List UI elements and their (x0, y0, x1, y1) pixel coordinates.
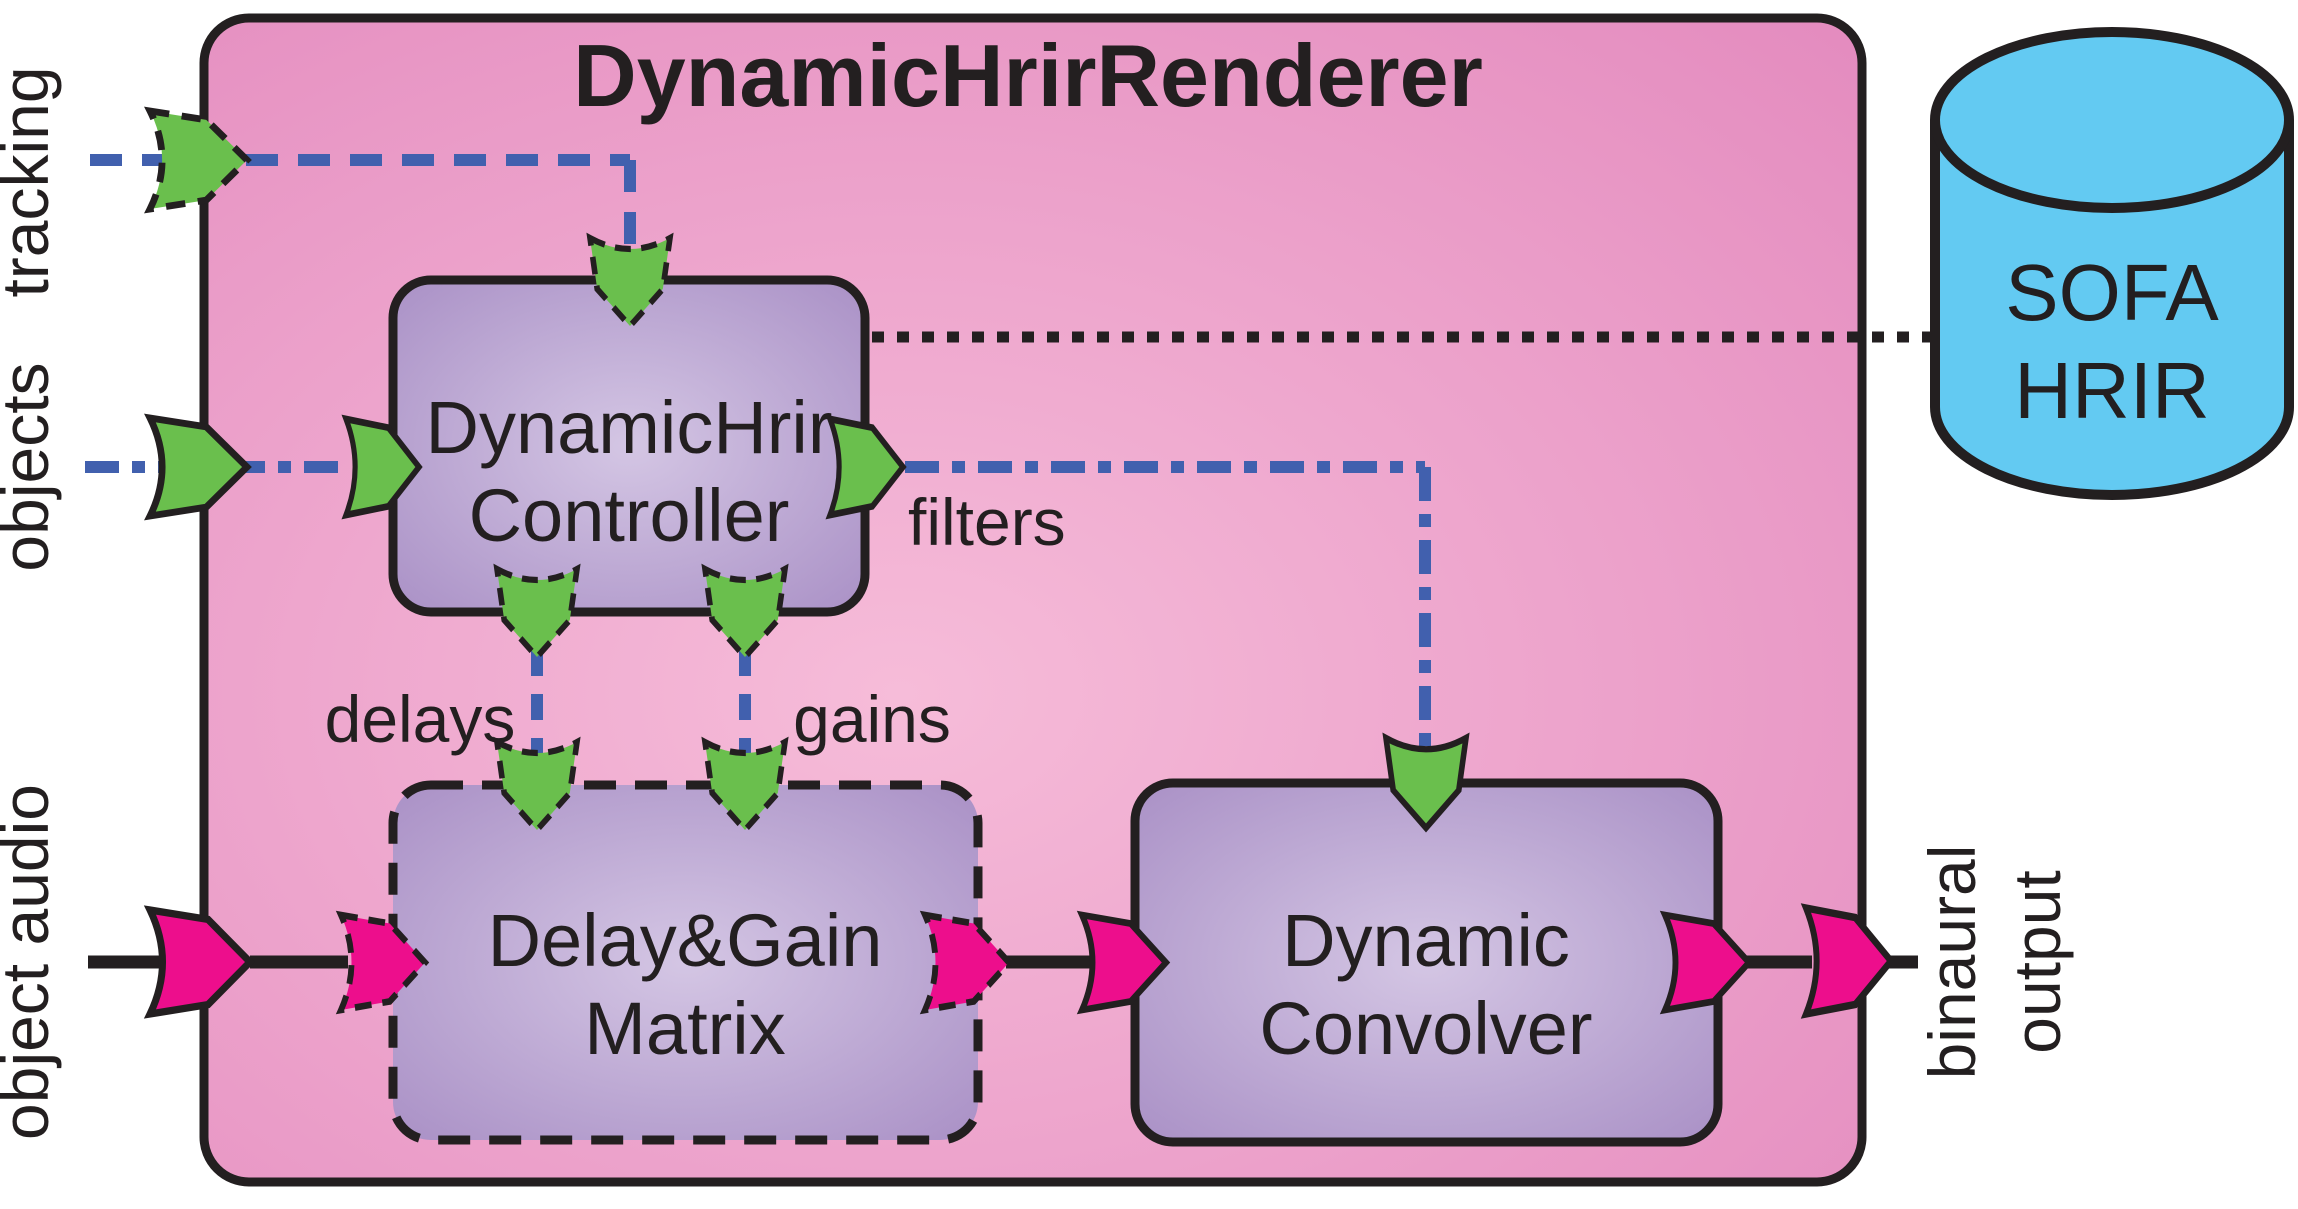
matrix-label-line1: Delay&Gain (488, 899, 883, 982)
controller-label-line1: DynamicHrir (426, 386, 833, 469)
delays-label: delays (325, 682, 516, 756)
matrix-block (388, 780, 983, 1145)
controller-label-line2: Controller (469, 474, 790, 557)
diagram-title: DynamicHrirRenderer (573, 26, 1483, 125)
audio-output-arrow-icon (1806, 908, 1891, 1014)
filters-line (905, 461, 1431, 748)
tracking-label: tracking (0, 66, 62, 297)
binaural-output-label-line1: binaural (1915, 845, 1989, 1080)
sofa-label-line1: SOFA (2005, 248, 2219, 337)
object-audio-label: object audio (0, 784, 62, 1140)
sofa-label-line2: HRIR (2014, 346, 2210, 435)
convolver-label-line1: Dynamic (1282, 899, 1570, 982)
tracking-line (90, 154, 636, 262)
gains-label: gains (793, 682, 951, 756)
matrix-label-line2: Matrix (584, 987, 785, 1070)
sofa-hrir-database: SOFA HRIR (1930, 27, 2294, 500)
filters-label: filters (908, 485, 1066, 559)
binaural-output-label-line2: output (2000, 870, 2074, 1054)
cylinder-body-icon (1930, 120, 2294, 500)
objects-label: objects (0, 362, 62, 571)
convolver-label-line2: Convolver (1259, 987, 1592, 1070)
cylinder-top-icon (1930, 27, 2294, 213)
